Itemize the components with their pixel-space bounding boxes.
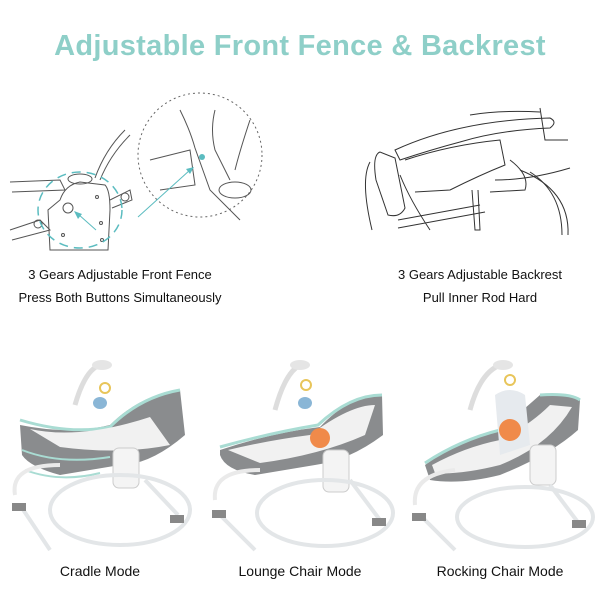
- caption-line: Pull Inner Rod Hard: [422, 290, 538, 305]
- cradle-mode-image: [0, 355, 200, 555]
- caption-line: 3 Gears Adjustable Front Fence: [28, 267, 212, 282]
- caption-line: 3 Gears Adjustable Backrest: [397, 267, 563, 282]
- rocking-chair-mode-image: [400, 355, 600, 555]
- page-title: Adjustable Front Fence & Backrest: [54, 30, 546, 62]
- front-fence-caption: 3 Gears Adjustable Front Fence Press Bot…: [0, 263, 240, 309]
- button-highlight-icon: [199, 154, 205, 160]
- mode-label-rocking-chair: Rocking Chair Mode: [436, 563, 564, 579]
- mode-label-lounge-chair: Lounge Chair Mode: [238, 563, 362, 579]
- backrest-caption: 3 Gears Adjustable Backrest Pull Inner R…: [380, 263, 580, 309]
- mode-label-cradle: Cradle Mode: [59, 563, 141, 579]
- caption-line: Press Both Buttons Simultaneously: [18, 290, 222, 305]
- backrest-diagram: [300, 80, 600, 260]
- lounge-chair-mode-image: [200, 355, 400, 555]
- front-fence-diagram: [0, 90, 300, 260]
